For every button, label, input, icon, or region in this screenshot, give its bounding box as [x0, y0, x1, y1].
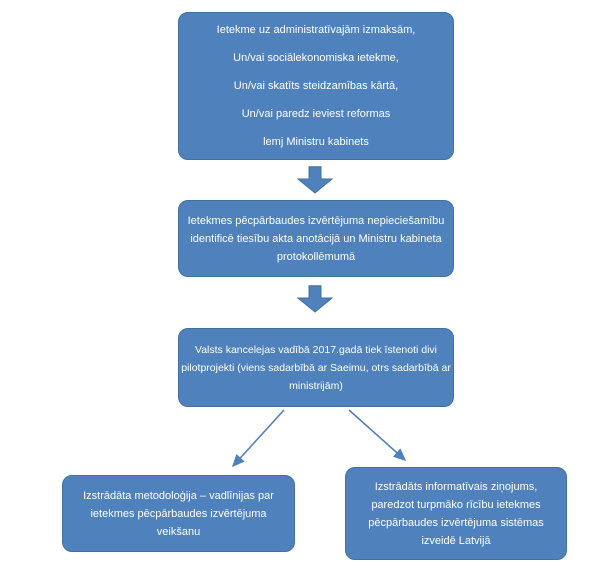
- connector-arrow-right: [348, 409, 407, 462]
- box-text-line: izveidē Latvijā: [421, 534, 491, 547]
- box-text-line: identificē tiesību akta anotācijā un Min…: [190, 232, 442, 245]
- flow-box-methodology: Izstrādāta metodoloģija – vadlīnijas par…: [62, 475, 295, 552]
- box-text-line: Un/vai skatīts steidzamības kārtā,: [233, 80, 399, 92]
- box-text-line: ietekmes pēcpārbaudes izvērtējuma: [90, 507, 267, 520]
- block-arrow-shape: [297, 285, 333, 313]
- box-text-line: Ietekmes pēcpārbaudes izvērtējuma nepiec…: [187, 214, 445, 227]
- box-text-line: pēcpārbaudes izvērtējuma sistēmas: [368, 516, 544, 529]
- connector-arrow-left: [231, 409, 285, 468]
- box-text-line: lemj Ministru kabinets: [263, 136, 369, 148]
- box-text-line: Izstrādāts informatīvais ziņojums,: [374, 480, 538, 493]
- box-text-line: Izstrādāta metodoloģija – vadlīnijas par: [83, 489, 274, 502]
- box-text-line: Ietekme uz administratīvajām izmaksām,: [216, 24, 416, 36]
- box-text-line: Un/vai paredz ieviest reformas: [241, 108, 391, 120]
- flow-box-report: Izstrādāts informatīvais ziņojums, pared…: [345, 467, 567, 560]
- box-text-line: protokollēmumā: [276, 250, 356, 263]
- box-text-line: Valsts kancelejas vadībā 2017.gadā tiek …: [194, 343, 438, 356]
- box-text-line: veikšanu: [156, 525, 201, 538]
- box-text-line: Un/vai sociālekonomiska ietekme,: [233, 52, 399, 64]
- box-text-line: ministrijām): [289, 379, 343, 392]
- flow-box-criteria: Ietekme uz administratīvajām izmaksām, U…: [178, 12, 454, 160]
- box-text-line: pilotprojekti (viens sadarbībā ar Saeimu…: [181, 361, 451, 374]
- block-arrow-down-1: [297, 166, 333, 194]
- box-text-line: paredzot turpmāko rīcību ietekmes: [371, 498, 541, 511]
- block-arrow-down-2: [297, 285, 333, 313]
- flow-box-pilots: Valsts kancelejas vadībā 2017.gadā tiek …: [178, 328, 454, 407]
- flow-box-identification: Ietekmes pēcpārbaudes izvērtējuma nepiec…: [178, 200, 454, 277]
- block-arrow-shape: [297, 166, 333, 194]
